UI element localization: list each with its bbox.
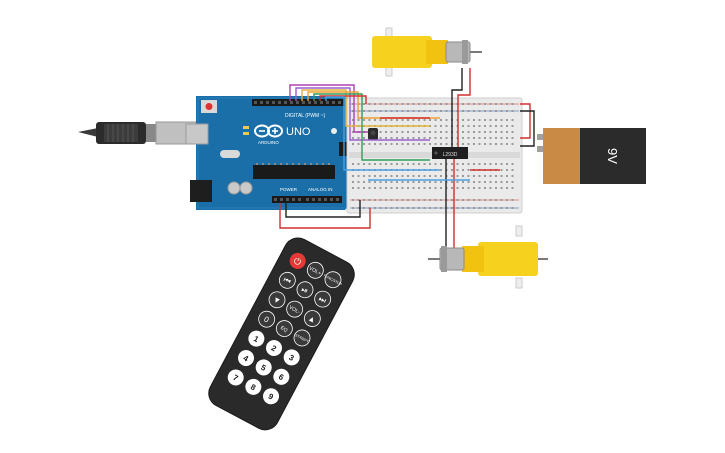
arduino-logo-icon xyxy=(254,124,283,138)
digit-1: 1 xyxy=(252,334,261,344)
remote-func-button[interactable] xyxy=(322,269,344,291)
remote-st-rept-button[interactable] xyxy=(291,327,313,349)
digit-5: 5 xyxy=(259,363,268,373)
digit-6: 6 xyxy=(277,372,286,382)
remote-6-button[interactable] xyxy=(271,366,293,388)
digit-7: 7 xyxy=(231,373,240,383)
wire-5v xyxy=(279,203,371,229)
eq-label: EQ xyxy=(279,325,288,334)
capacitor xyxy=(227,181,241,195)
wire-motor1-a xyxy=(451,68,463,147)
digit-2: 2 xyxy=(270,343,279,353)
dc-motor-top[interactable] xyxy=(372,27,482,77)
remote-8-button[interactable] xyxy=(243,376,265,398)
wire-magenta xyxy=(289,84,368,133)
wire-yellow xyxy=(301,89,430,127)
remote-eq-button[interactable] xyxy=(274,318,296,340)
up-icon: ▲ xyxy=(308,314,317,324)
power-jack xyxy=(190,180,212,202)
digital-label: DIGITAL (PWM ~) xyxy=(285,113,325,119)
remote-2-button[interactable] xyxy=(263,337,285,359)
wire-blue xyxy=(325,96,440,171)
remote-play-button[interactable] xyxy=(294,279,316,301)
forward-icon: ⏭ xyxy=(317,294,328,305)
uno-label: UNO xyxy=(286,126,311,138)
remote-vol-up-button[interactable] xyxy=(305,259,327,281)
status-led xyxy=(331,128,337,134)
vol-up-label: VOL+ xyxy=(308,266,322,277)
remote-forward-button[interactable] xyxy=(312,288,334,310)
led xyxy=(243,132,249,135)
remote-vol-down-button[interactable] xyxy=(284,298,306,320)
battery-label: 9V xyxy=(605,148,620,164)
wire-motor1-b xyxy=(457,68,471,147)
wire-battery-neg xyxy=(520,110,535,147)
battery-9v[interactable]: 9V xyxy=(537,128,646,184)
remote-3-button[interactable] xyxy=(281,347,303,369)
l293d-chip[interactable]: L293D xyxy=(432,147,468,159)
digit-9: 9 xyxy=(267,392,276,402)
power-label: POWER xyxy=(280,187,298,192)
remote-1-button[interactable] xyxy=(246,328,268,350)
ir-remote[interactable]: ⏻ VOL+ FUNC/STOP ⏮ ⏯ ⏭ ▼ VOL- ▲ 0 EQ ST/… xyxy=(204,233,359,435)
ir-receiver[interactable] xyxy=(368,128,378,140)
play-icon: ⏯ xyxy=(300,285,310,296)
remote-rewind-button[interactable] xyxy=(277,270,299,292)
analog-label: ANALOG IN xyxy=(308,187,333,192)
wire-red-top xyxy=(319,95,367,104)
dc-motor-bottom[interactable] xyxy=(428,225,548,289)
st-rept-label: ST/REPT xyxy=(294,333,310,344)
capacitor xyxy=(239,181,253,195)
remote-down-button[interactable] xyxy=(266,289,288,311)
led xyxy=(243,126,249,129)
digit-0: 0 xyxy=(262,315,271,325)
crystal xyxy=(220,150,240,158)
power-icon: ⏻ xyxy=(291,255,302,268)
digit-3: 3 xyxy=(287,353,296,363)
remote-up-button[interactable] xyxy=(302,308,324,330)
down-icon: ▼ xyxy=(273,295,282,305)
arduino-label: ARDUINO xyxy=(258,140,279,145)
reset-button-cap[interactable] xyxy=(205,103,213,110)
digit-8: 8 xyxy=(249,382,258,392)
wire-gnd xyxy=(285,200,361,218)
wire-battery-pos xyxy=(520,103,531,139)
breadboard-holes xyxy=(352,103,514,209)
digit-4: 4 xyxy=(242,353,251,363)
icsp-header xyxy=(339,142,347,156)
wire-green xyxy=(313,93,430,161)
atmega-chip xyxy=(253,165,335,179)
arduino-uno-board[interactable]: DIGITAL (PWM ~) UNO ARDUINO POWER ANALOG… xyxy=(185,96,352,210)
vol-down-label: VOL- xyxy=(288,305,301,316)
wire-purple xyxy=(295,87,430,141)
remote-4-button[interactable] xyxy=(235,347,257,369)
remote-7-button[interactable] xyxy=(225,367,247,389)
chip-label: L293D xyxy=(443,152,458,158)
remote-5-button[interactable] xyxy=(253,357,275,379)
usb-jack xyxy=(185,123,209,145)
wires xyxy=(279,68,535,250)
remote-power-button[interactable] xyxy=(287,250,309,272)
remote-9-button[interactable] xyxy=(260,385,282,407)
rewind-icon: ⏮ xyxy=(282,275,293,286)
remote-0-button[interactable] xyxy=(256,308,278,330)
usb-cable[interactable] xyxy=(78,121,197,145)
